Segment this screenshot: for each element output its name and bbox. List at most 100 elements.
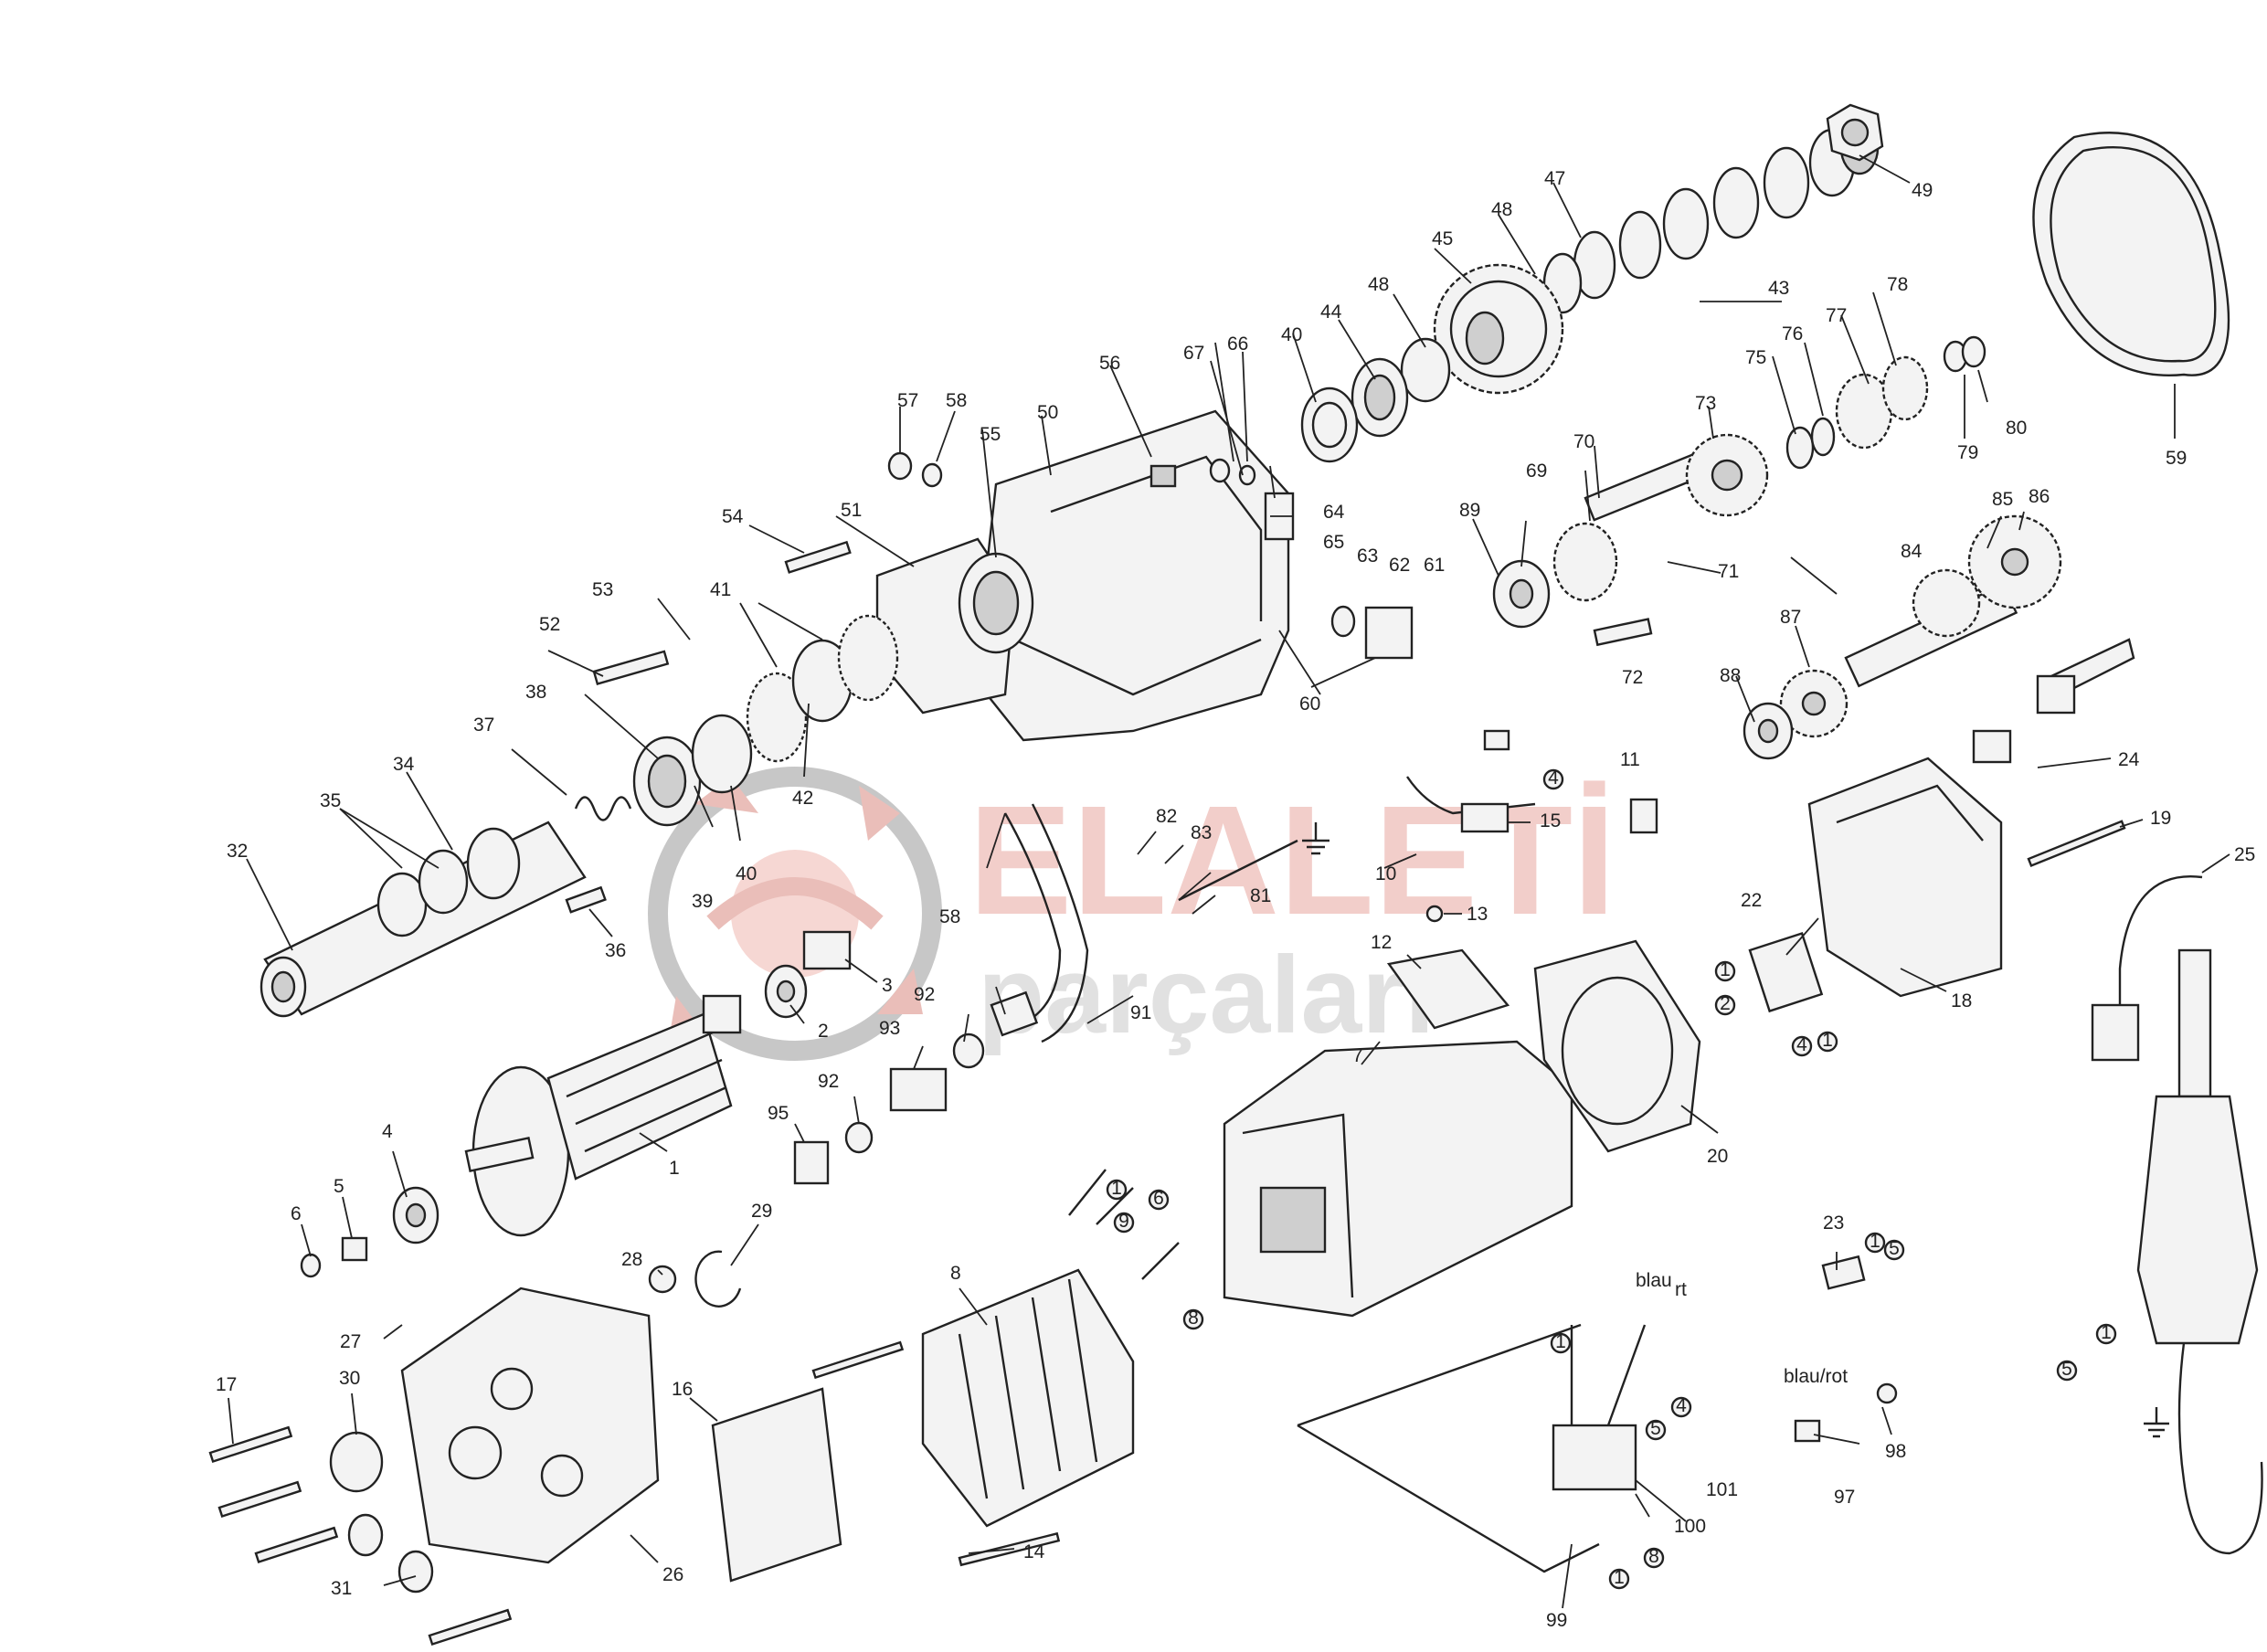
washer-40-upper	[1300, 387, 1359, 463]
callout-87: 87	[1780, 607, 1801, 628]
callout-55: 55	[980, 424, 1001, 445]
callout-88: 88	[1720, 665, 1741, 686]
svg-text:1: 1	[1555, 1331, 1566, 1352]
watermark: ELALETİ parçaları	[648, 767, 1616, 1061]
callout-37: 37	[473, 715, 494, 736]
callout-12: 12	[1371, 932, 1392, 953]
terminal-mark: 4	[1542, 768, 1564, 790]
callout-77: 77	[1826, 305, 1847, 326]
terminal-mark: 5	[1883, 1238, 1905, 1261]
callout-40-upper: 40	[1281, 324, 1302, 345]
callout-70: 70	[1573, 431, 1594, 452]
svg-text:1: 1	[1111, 1178, 1122, 1199]
clip-23	[1821, 1255, 1866, 1290]
callout-29: 29	[751, 1201, 772, 1222]
callout-92-lower: 92	[818, 1071, 839, 1092]
parts-97-98	[1794, 1382, 1898, 1443]
callout-26: 26	[662, 1564, 683, 1585]
terminal-mark: 1	[1714, 959, 1736, 982]
callout-23: 23	[1823, 1213, 1844, 1234]
end-cover-20	[1533, 939, 1701, 1153]
gear-77-78	[1835, 355, 1929, 450]
handle-housing-18	[1807, 757, 2003, 998]
armature-1	[464, 994, 742, 1237]
fitting-95	[793, 1140, 830, 1185]
callout-38: 38	[525, 682, 546, 703]
callout-80: 80	[2006, 418, 2027, 439]
wire-label-rt: rt	[1675, 1279, 1687, 1300]
gear-shaft-73	[1584, 433, 1769, 522]
bearings-30-31	[329, 1431, 434, 1594]
wiring-10-15	[1178, 729, 1536, 902]
callout-24: 24	[2118, 749, 2140, 770]
svg-text:4: 4	[1676, 1395, 1687, 1416]
watermark-line1: ELALETİ	[969, 774, 1616, 948]
bolts-52-54	[592, 540, 852, 685]
washer-40-lower	[691, 714, 753, 794]
svg-text:4: 4	[1548, 768, 1559, 789]
gear-87	[1779, 669, 1849, 738]
svg-text:5: 5	[1650, 1418, 1661, 1439]
callout-45: 45	[1432, 228, 1453, 249]
callout-50: 50	[1037, 402, 1058, 423]
callout-44: 44	[1320, 302, 1342, 323]
callout-71: 71	[1718, 561, 1739, 582]
wire-label-blau: blau	[1636, 1270, 1672, 1291]
svg-text:1: 1	[1822, 1030, 1833, 1051]
callout-65: 65	[1323, 532, 1344, 553]
wire-labels: blau rt blau/rot	[1636, 1270, 1848, 1387]
callout-42: 42	[792, 788, 813, 809]
callout-28: 28	[621, 1249, 642, 1270]
ground-icon	[1302, 822, 2169, 1438]
callout-54: 54	[722, 506, 744, 527]
callout-95: 95	[768, 1103, 789, 1124]
terminal-mark: 8	[1182, 1308, 1204, 1330]
svg-text:6: 6	[1153, 1188, 1164, 1209]
terminal-marks: 1 9 6 8 4 1 2 4 1 1 5 1 5 1 5 4 8 1	[1106, 768, 2117, 1590]
callout-62: 62	[1389, 555, 1410, 576]
callout-83: 83	[1191, 822, 1212, 843]
watermark-line2: parçaları	[978, 934, 1435, 1056]
callout-14: 14	[1023, 1541, 1045, 1562]
callout-22: 22	[1741, 890, 1762, 911]
key-72	[1593, 618, 1653, 647]
callout-58-lower: 58	[939, 906, 960, 927]
callout-89: 89	[1459, 500, 1480, 521]
gear-45	[1433, 263, 1564, 395]
callout-67: 67	[1183, 343, 1204, 364]
callout-48-lower: 48	[1368, 274, 1389, 295]
terminal-mark: 8	[1643, 1546, 1665, 1569]
callout-39: 39	[692, 891, 713, 912]
callout-labels: 1 2 3 4 5 6 7 8 10 11 12 13 14 15 16 17 …	[216, 168, 2255, 1631]
rings-28-29	[648, 1250, 742, 1308]
bearing-89	[1492, 559, 1551, 629]
callout-17: 17	[216, 1374, 237, 1395]
callout-78: 78	[1887, 274, 1908, 295]
nut-49	[1826, 103, 1884, 162]
terminal-mark: 2	[1714, 993, 1736, 1016]
callout-32: 32	[227, 841, 248, 862]
terminal-mark: 1	[1106, 1178, 1128, 1201]
callout-11: 11	[1620, 749, 1640, 770]
callout-6: 6	[291, 1203, 302, 1224]
terminal-mark: 1	[1864, 1231, 1886, 1254]
bearing-88	[1743, 702, 1794, 760]
terminal-block-100	[1297, 1323, 1647, 1573]
washer-48-lower	[1400, 337, 1451, 403]
callout-30: 30	[339, 1368, 360, 1389]
callout-3: 3	[882, 975, 893, 996]
terminal-mark: 1	[1608, 1567, 1630, 1590]
callout-35: 35	[320, 790, 341, 811]
callout-40-lower: 40	[736, 863, 757, 884]
callout-13: 13	[1467, 904, 1488, 925]
wire-label-blau-rot: blau/rot	[1784, 1366, 1848, 1387]
callout-56: 56	[1099, 353, 1120, 374]
callout-2: 2	[818, 1021, 829, 1042]
callout-61: 61	[1424, 555, 1445, 576]
callout-16: 16	[672, 1379, 693, 1400]
terminal-mark: 9	[1113, 1211, 1135, 1234]
plate-16	[711, 1387, 842, 1583]
svg-text:1: 1	[2101, 1322, 2112, 1343]
callout-85: 85	[1992, 489, 2013, 510]
callout-5: 5	[334, 1176, 344, 1197]
